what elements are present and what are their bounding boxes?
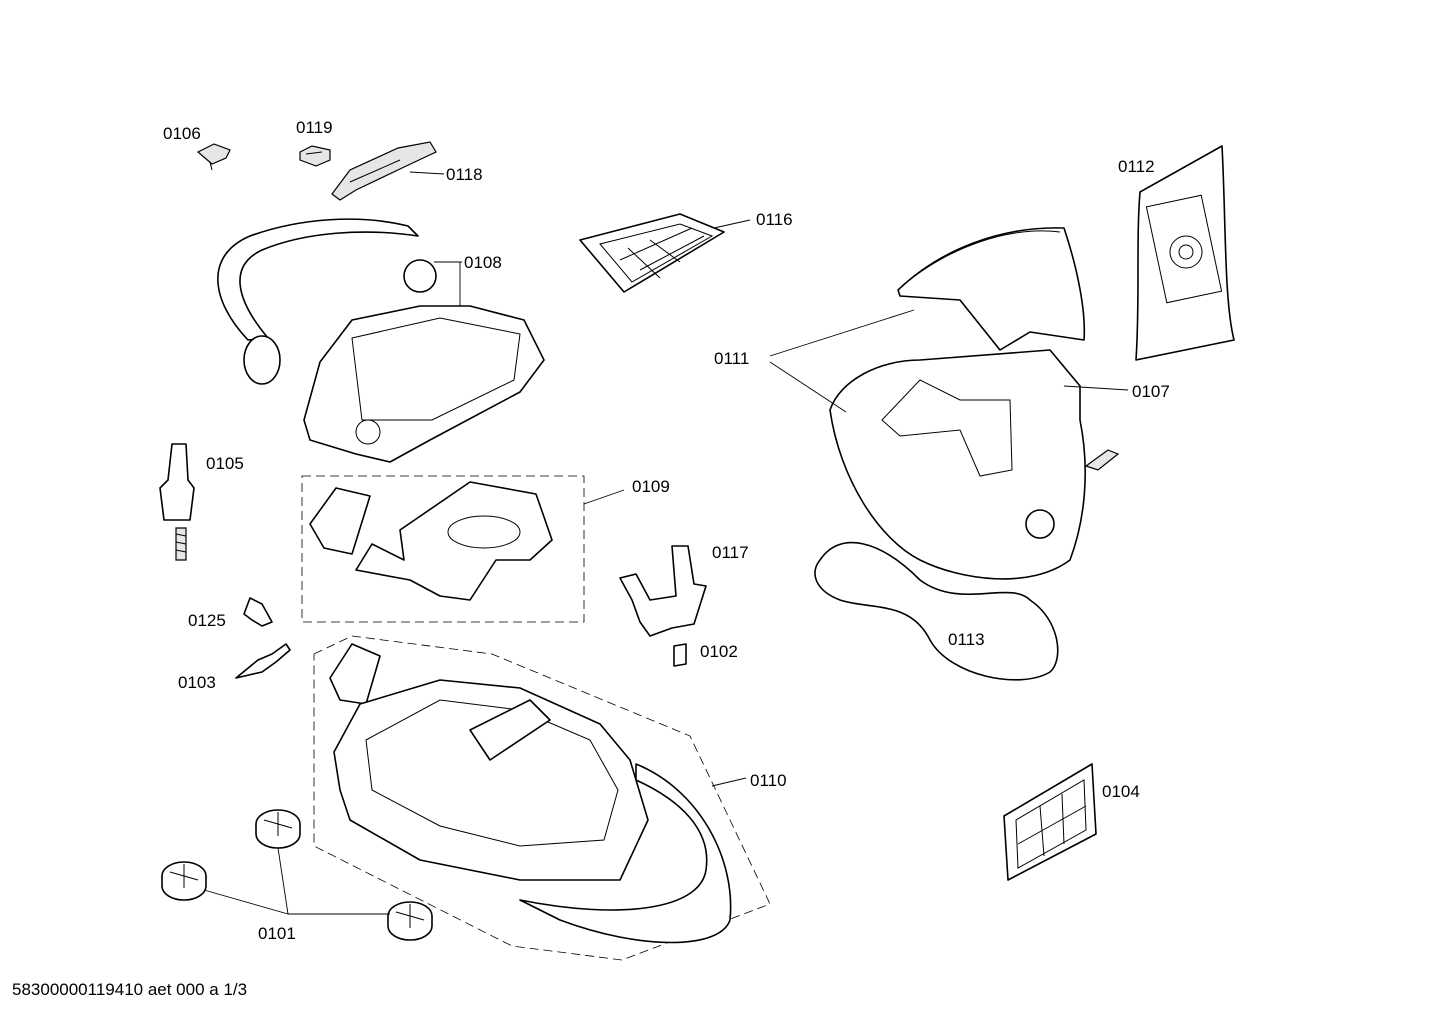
part-0108-top-housing — [217, 218, 545, 463]
part-0116-filter — [579, 213, 725, 293]
label-0113: 0113 — [948, 630, 985, 649]
part-0112-dust-bag — [1135, 145, 1235, 361]
part-0105-release — [159, 443, 195, 561]
part-0110-bottom-housing — [329, 643, 732, 944]
label-0112: 0112 — [1118, 157, 1155, 176]
label-0109: 0109 — [632, 477, 670, 496]
part-0113-seal — [814, 541, 1059, 681]
part-0107-body-top — [829, 349, 1120, 580]
part-0104-filter — [1003, 763, 1097, 881]
group-0110-box — [313, 635, 771, 961]
part-0103-lever — [235, 643, 291, 679]
label-0104: 0104 — [1102, 782, 1140, 801]
label-0110: 0110 — [750, 771, 787, 790]
part-0125-catch — [243, 597, 273, 627]
group-0109-box — [301, 475, 585, 623]
part-0101-wheels — [161, 809, 433, 941]
document-code: 58300000119410 aet 000 a 1/3 — [12, 980, 248, 999]
part-0106-clip — [196, 143, 231, 171]
part-0119-button — [299, 145, 331, 167]
label-0105: 0105 — [206, 454, 244, 473]
part-0118-handle-cover — [331, 141, 437, 201]
label-0118: 0118 — [446, 165, 483, 184]
part-0109-frame — [309, 481, 553, 601]
label-0117: 0117 — [712, 543, 749, 562]
label-0108: 0108 — [464, 253, 502, 272]
part-0117-holder — [619, 545, 707, 637]
part-0111-lid — [897, 227, 1086, 351]
label-0101: 0101 — [258, 924, 296, 943]
label-0102: 0102 — [700, 642, 738, 661]
part-0102-pad — [673, 643, 687, 667]
label-0103: 0103 — [178, 673, 216, 692]
label-0119: 0119 — [296, 118, 333, 137]
label-0107: 0107 — [1132, 382, 1170, 401]
label-0116: 0116 — [756, 210, 793, 229]
label-0106: 0106 — [163, 124, 201, 143]
label-0125: 0125 — [188, 611, 226, 630]
label-0111: 0111 — [714, 349, 749, 368]
